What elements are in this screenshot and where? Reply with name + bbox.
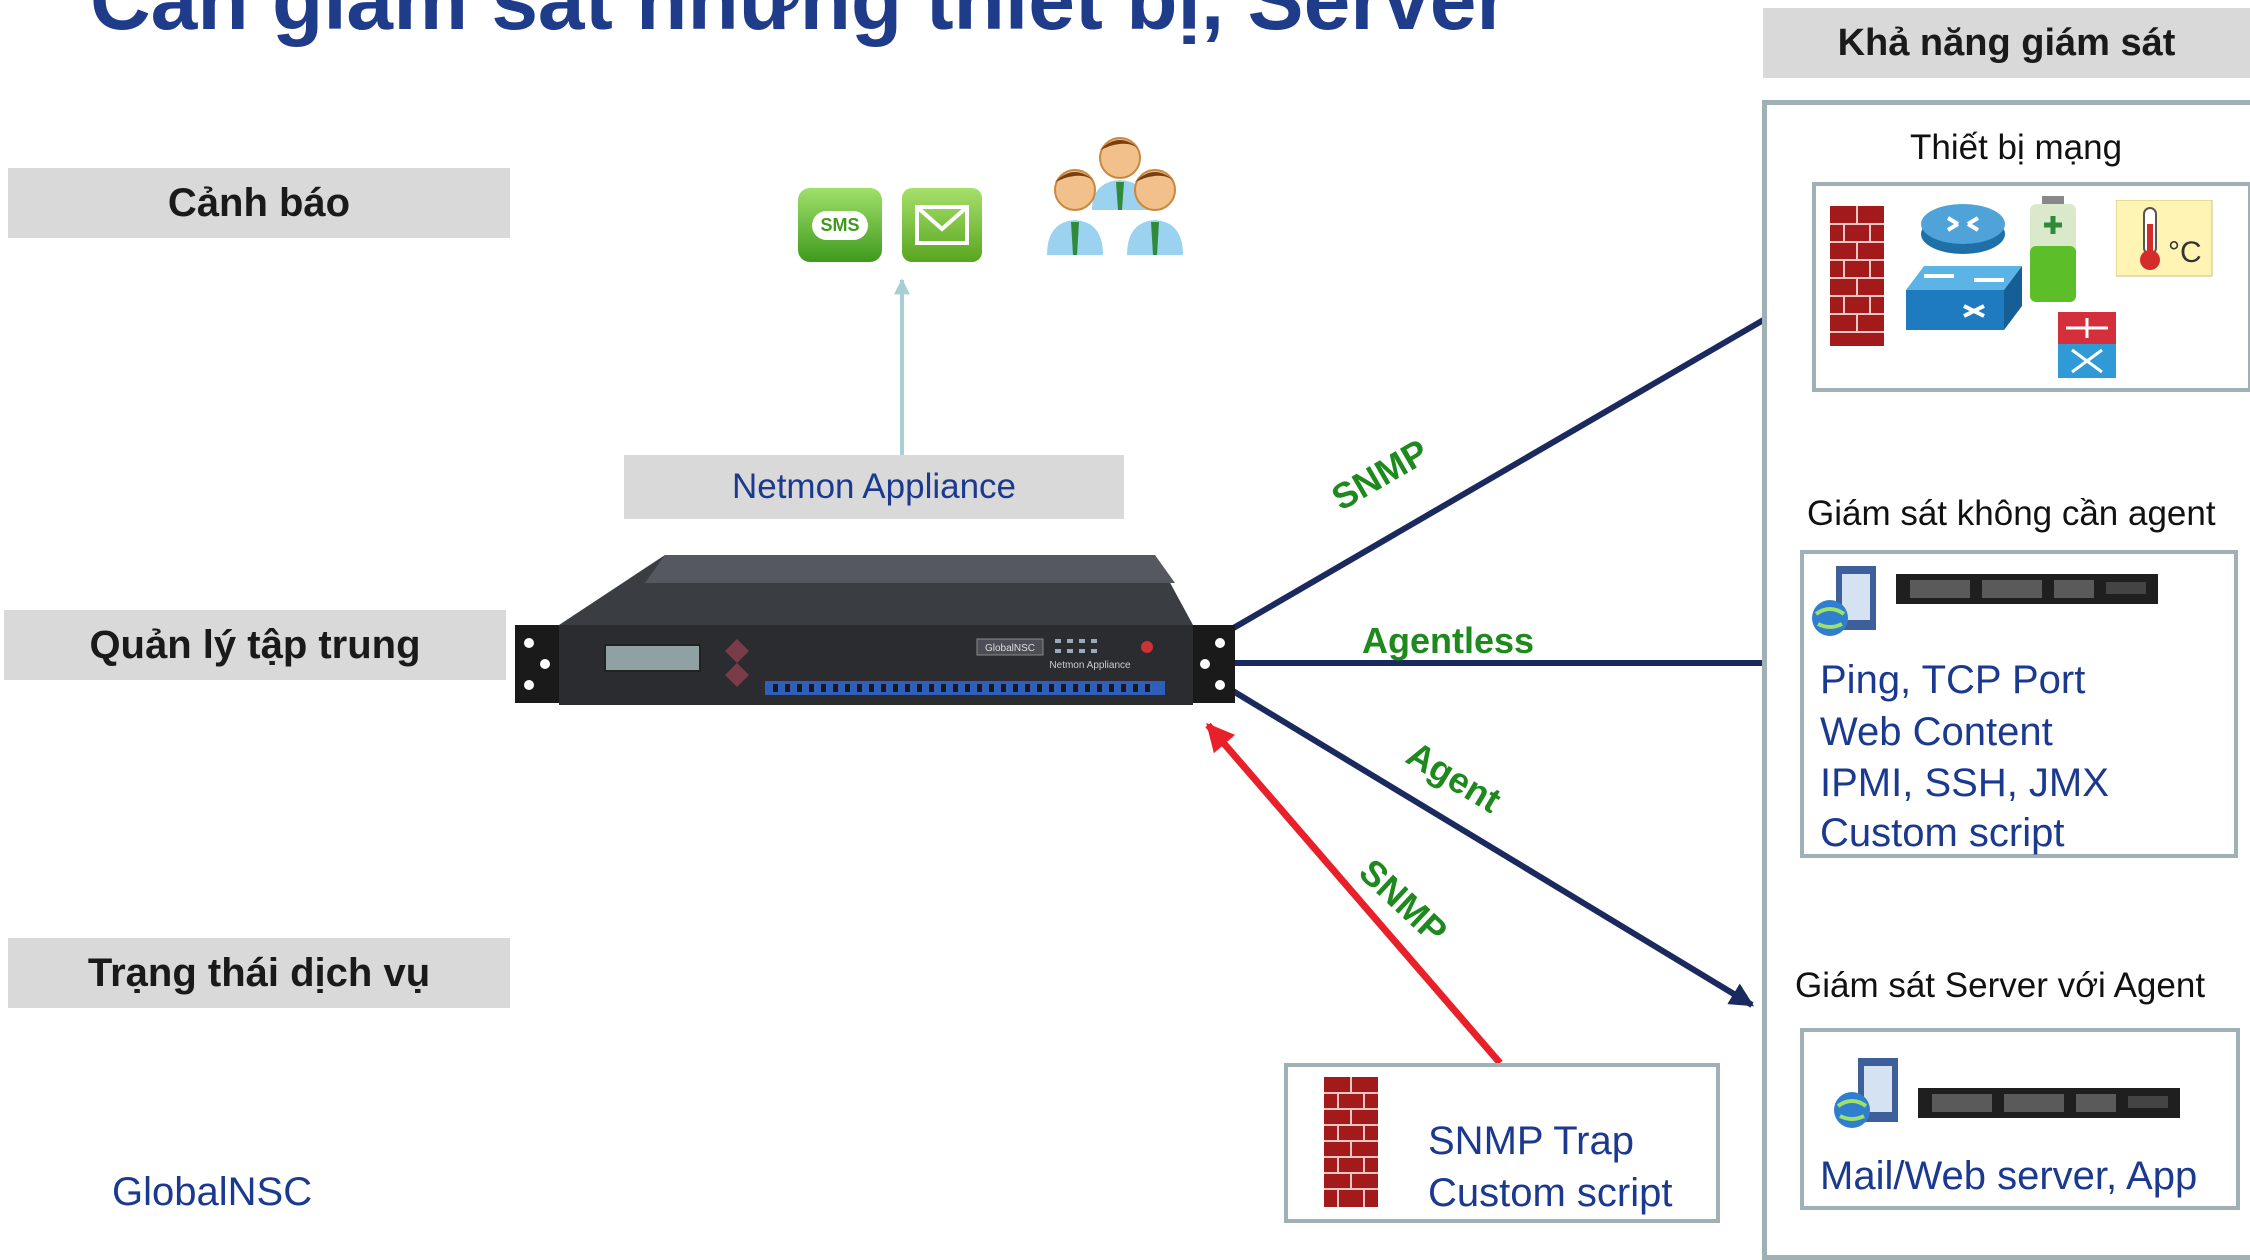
- arrow-snmp-network: [1228, 287, 1818, 633]
- agentless-title: Giám sát không cần agent: [1807, 494, 2216, 533]
- sms-icon-text: SMS: [812, 210, 868, 240]
- netmon-appliance-label-box: Netmon Appliance: [624, 455, 1124, 519]
- switch-icon: [1906, 266, 2022, 330]
- trap-line-2: Custom script: [1428, 1171, 1673, 1215]
- footer-brand: GlobalNSC: [112, 1170, 313, 1214]
- agent-title: Giám sát Server với Agent: [1795, 966, 2206, 1005]
- central-management-label-box: Quản lý tập trung: [4, 610, 506, 680]
- temperature-unit: °C: [2168, 236, 2202, 269]
- agentless-line-1: Ping, TCP Port: [1820, 658, 2086, 702]
- slide-title: Cần giám sát những thiết bị, Server: [90, 0, 1510, 47]
- arrow-agent: [1226, 685, 1755, 1008]
- agentless-label: Agentless: [1362, 620, 1535, 661]
- network-devices-box: °C: [1812, 182, 2250, 392]
- capability-header-box: Khả năng giám sát: [1763, 8, 2250, 78]
- panel-brand-text: GlobalNSC: [985, 643, 1035, 654]
- trap-line-1: SNMP Trap: [1428, 1119, 1634, 1163]
- service-status-label: Trạng thái dịch vụ: [87, 950, 431, 995]
- agentless-line-4: Custom script: [1820, 811, 2065, 855]
- multilayer-switch-icon: [2058, 312, 2116, 378]
- server-computer-icon: [1834, 1058, 1898, 1128]
- central-management-label: Quản lý tập trung: [89, 622, 421, 667]
- agentless-line-2: Web Content: [1820, 710, 2053, 754]
- firewall-icon: [1830, 206, 1884, 346]
- alert-label: Cảnh báo: [167, 180, 351, 225]
- arrow-snmp-trap: [1205, 722, 1503, 1066]
- server-computer-icon: [1812, 566, 1876, 636]
- temperature-sensor-icon: °C: [2116, 200, 2213, 277]
- rack-server-icon: [1918, 1088, 2180, 1118]
- network-devices-title: Thiết bị mạng: [1910, 128, 2123, 167]
- snmp-trap-box: SNMP Trap Custom script: [1284, 1063, 1720, 1223]
- panel-model-text: Netmon Appliance: [1049, 660, 1131, 671]
- netmon-appliance-device: GlobalNSC Netmon Appliance: [515, 555, 1235, 705]
- sms-icon: SMS: [798, 188, 882, 262]
- rack-server-icon: [1896, 574, 2158, 604]
- router-icon: [1921, 204, 2005, 254]
- agentless-box: Ping, TCP Port Web Content IPMI, SSH, JM…: [1800, 550, 2238, 858]
- service-status-label-box: Trạng thái dịch vụ: [8, 938, 510, 1008]
- firewall-icon: [1324, 1077, 1378, 1207]
- alert-label-box: Cảnh báo: [8, 168, 510, 238]
- netmon-appliance-label: Netmon Appliance: [731, 467, 1017, 506]
- email-icon: [902, 188, 982, 262]
- agent-line: Mail/Web server, App: [1820, 1154, 2198, 1198]
- battery-icon: [2030, 196, 2076, 302]
- agentless-line-3: IPMI, SSH, JMX: [1820, 761, 2109, 805]
- users-group-icon: [1047, 137, 1183, 255]
- agent-box: Mail/Web server, App: [1800, 1028, 2240, 1210]
- capability-header: Khả năng giám sát: [1837, 21, 2176, 64]
